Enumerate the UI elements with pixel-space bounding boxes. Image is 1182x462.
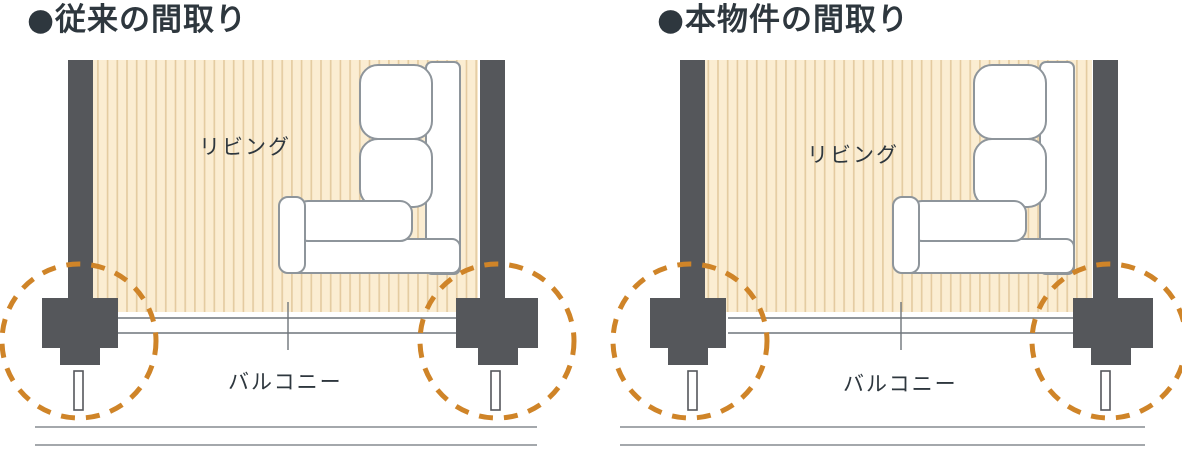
panel-conventional: ●従来の間取り xyxy=(0,2,577,446)
floorplan-drawing-conventional xyxy=(0,60,577,446)
balcony-label: バルコニー xyxy=(843,372,958,396)
pillar-highlight-circles xyxy=(0,261,577,421)
railing-posts xyxy=(687,370,1111,411)
sofa xyxy=(892,61,1075,275)
pillar-highlight-circles xyxy=(610,261,1182,421)
ground-lines xyxy=(620,426,1145,446)
ground-lines xyxy=(35,426,537,446)
living-room-label: リビング xyxy=(807,143,899,167)
pillar-left xyxy=(650,60,726,365)
living-room-label: リビング xyxy=(199,135,291,159)
panel-title-conventional: ●従来の間取り xyxy=(27,2,248,38)
balcony-sash-lines xyxy=(728,302,1075,350)
balcony-sash-lines xyxy=(118,302,456,350)
railing-posts xyxy=(73,370,501,411)
panel-this-property: ●本物件の間取り xyxy=(591,0,1182,462)
floorplan-drawing-this-property xyxy=(610,60,1182,446)
pillar-right xyxy=(1073,60,1153,365)
panel-title-this-property: ●本物件の間取り xyxy=(657,2,910,38)
balcony-label: バルコニー xyxy=(228,370,343,394)
sofa xyxy=(278,61,461,275)
